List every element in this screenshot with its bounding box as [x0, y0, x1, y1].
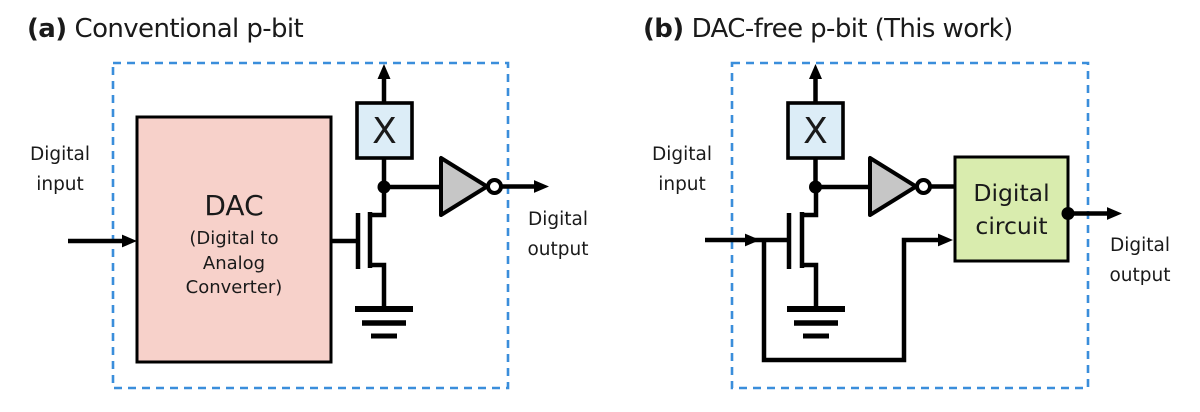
panel-a-boundary-box — [111, 61, 510, 390]
panel-b-nmos-transistor — [786, 187, 819, 309]
panel-a-output-label-line1: Digital — [528, 209, 588, 230]
digital-circuit-label-line1: Digital — [973, 179, 1049, 207]
panel-a-inverter — [439, 156, 503, 217]
panel-a-mtj-x-label: X — [372, 111, 397, 152]
panel-a-output-arrow — [501, 180, 549, 193]
panel-b-mtj-x-label: X — [803, 111, 828, 152]
panel-a-title-text: Conventional p-bit — [74, 14, 304, 44]
panel-b-input-label-line1: Digital — [652, 144, 712, 165]
panel-a-circuit: Digital input DAC (Digital to Analog Con… — [30, 61, 589, 390]
panel-b-output-label-line2: output — [1109, 265, 1170, 286]
dac-box: DAC (Digital to Analog Converter) — [135, 115, 333, 364]
panel-b-top-arrow — [809, 64, 822, 79]
digital-circuit-label-line2: circuit — [975, 212, 1047, 240]
panel-b-output-label-line1: Digital — [1110, 235, 1170, 256]
digital-circuit-box: Digital circuit — [953, 155, 1070, 263]
panel-b-label: (b) — [643, 14, 684, 44]
panel-b-output-arrow — [1068, 207, 1122, 220]
dac-desc-line2: Analog — [203, 253, 265, 274]
panel-a-ground-symbol — [355, 306, 413, 339]
panel-b-mtj-x-box: X — [786, 64, 845, 187]
panel-a-input-arrow — [68, 234, 137, 248]
panel-a-title: (a)Conventional p-bit — [27, 12, 304, 46]
panel-b-title: (b)DAC-free p-bit (This work) — [643, 12, 1013, 46]
panel-a-input-label-line1: Digital — [30, 144, 90, 165]
panel-a-output-label-line2: output — [527, 239, 588, 260]
panel-b-input-label-line2: input — [658, 174, 706, 195]
dac-desc-line3: Converter) — [186, 277, 283, 298]
panel-a-top-arrow — [377, 64, 391, 79]
panel-b-circuit: Digital input — [652, 61, 1171, 390]
dac-title: DAC — [204, 189, 263, 222]
panel-b-ground-symbol — [787, 306, 845, 339]
panel-b-feedback-wire — [761, 233, 953, 363]
panel-b-inverter — [868, 156, 955, 217]
panel-b-title-text: DAC-free p-bit (This work) — [691, 14, 1014, 44]
panel-a-input-label-line2: input — [36, 174, 84, 195]
panel-b-boundary-box — [730, 61, 1090, 390]
panel-b-input-arrow — [705, 233, 790, 247]
panel-a-mtj-x-box: X — [355, 64, 414, 187]
dac-desc-line1: (Digital to — [189, 228, 278, 249]
panel-a-label: (a) — [27, 14, 67, 44]
panel-a-nmos-transistor — [355, 187, 387, 309]
